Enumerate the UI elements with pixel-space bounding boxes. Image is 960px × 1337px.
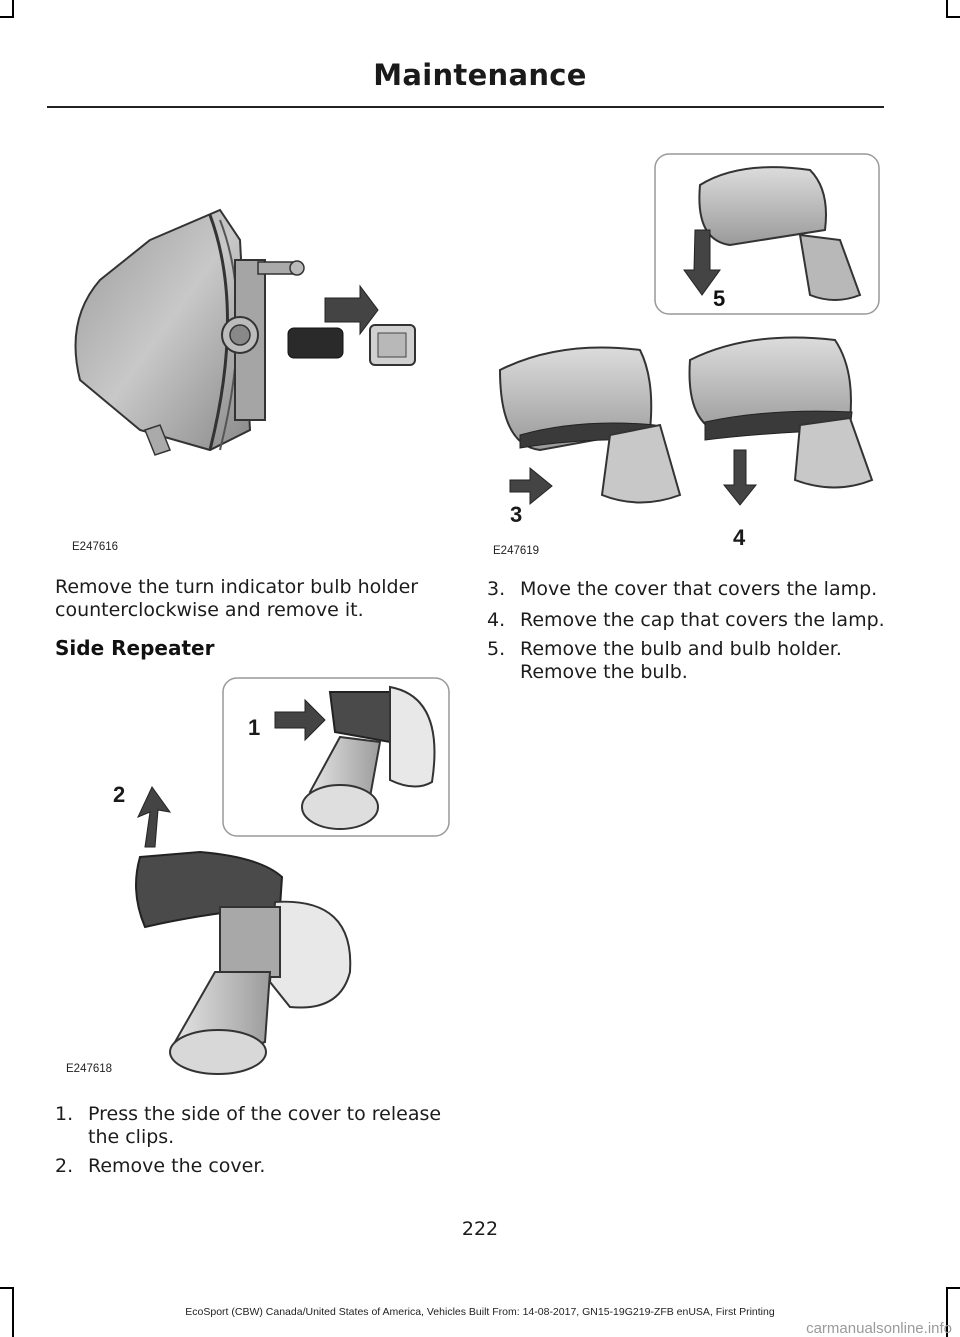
figure-id: E247618 — [66, 1063, 113, 1075]
crop-mark — [946, 16, 960, 18]
section-title: Side Repeater — [55, 636, 215, 660]
side-repeater-illustration — [60, 672, 452, 1086]
intro-line: Remove the turn indicator bulb holder — [55, 576, 419, 598]
step-number: 4. — [487, 609, 506, 631]
crop-mark — [946, 1287, 948, 1337]
mirror-lamp-illustration: 5 — [480, 150, 880, 550]
watermark-text: carmanualsonline.info — [806, 1320, 952, 1337]
step-line: Remove the bulb. — [520, 661, 688, 683]
figure-id: E247616 — [72, 541, 119, 553]
page-number: 222 — [461, 1218, 499, 1240]
callout-5: 5 — [713, 286, 725, 311]
step-text: Remove the cap that covers the lamp. — [520, 609, 885, 632]
step-number: 5. — [487, 638, 506, 660]
step-number: 3. — [487, 578, 506, 600]
step-5: 5. Remove the bulb and bulb holder. Remo… — [487, 638, 907, 686]
crop-mark — [0, 16, 14, 18]
step-line: Remove the cap that covers the lamp. — [520, 609, 885, 631]
step-2: 2. Remove the cover. — [55, 1155, 455, 1179]
step-line: Remove the bulb and bulb holder. — [520, 638, 842, 660]
step-line: Remove the cover. — [88, 1155, 266, 1177]
step-line: Move the cover that covers the lamp. — [520, 578, 878, 600]
page-title: Maintenance — [373, 58, 587, 92]
step-text: Remove the bulb and bulb holder. Remove … — [520, 638, 842, 684]
step-4: 4. Remove the cap that covers the lamp. — [487, 609, 907, 633]
callout-3: 3 — [510, 502, 523, 527]
footer-text: EcoSport (CBW) Canada/United States of A… — [185, 1306, 775, 1318]
crop-mark — [946, 1287, 960, 1289]
step-3: 3. Move the cover that covers the lamp. — [487, 578, 907, 602]
intro-paragraph: Remove the turn indicator bulb holder co… — [55, 576, 455, 622]
figure-id: E247619 — [493, 545, 540, 557]
callout-1: 1 — [248, 715, 261, 740]
intro-line: counterclockwise and remove it. — [55, 599, 364, 621]
crop-mark — [12, 1287, 14, 1337]
step-1: 1. Press the side of the cover to releas… — [55, 1103, 455, 1151]
crop-mark — [0, 1287, 14, 1289]
step-text: Move the cover that covers the lamp. — [520, 578, 877, 601]
step-number: 2. — [55, 1155, 74, 1177]
crop-mark — [12, 0, 14, 16]
callout-4: 4 — [733, 525, 746, 550]
step-text: Press the side of the cover to release t… — [88, 1103, 441, 1149]
step-number: 1. — [55, 1103, 74, 1125]
crop-mark — [946, 0, 948, 16]
turn-indicator-illustration — [60, 200, 450, 560]
header-divider — [47, 106, 884, 108]
callout-2: 2 — [113, 782, 126, 807]
step-text: Remove the cover. — [88, 1155, 265, 1178]
step-line: the clips. — [88, 1126, 175, 1148]
step-line: Press the side of the cover to release — [88, 1103, 442, 1125]
